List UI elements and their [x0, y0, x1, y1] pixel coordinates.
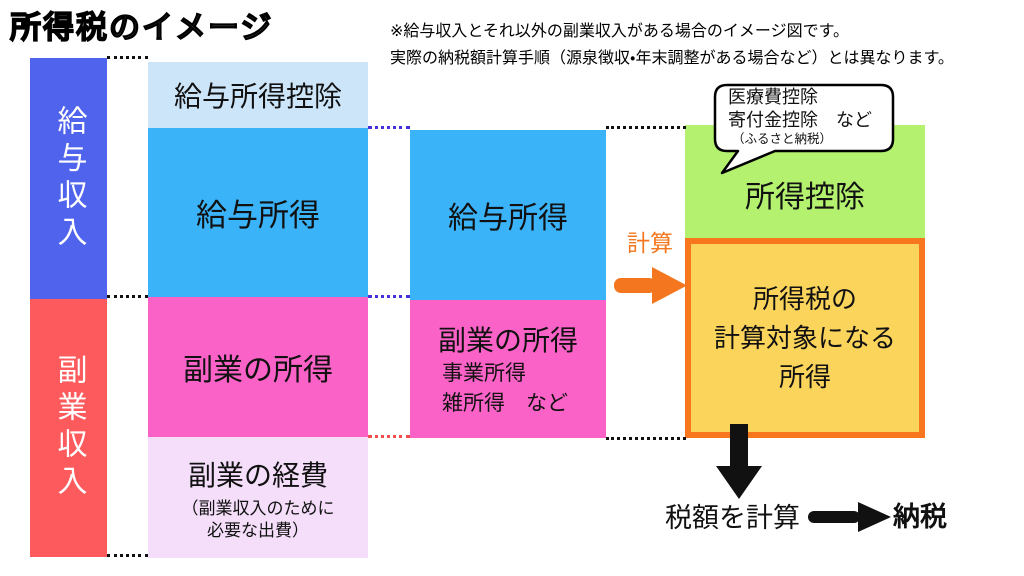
connector-bottom-left	[107, 554, 148, 557]
page-title: 所得税のイメージ	[9, 9, 274, 45]
combined-side-income-sub2: 雑所得 など	[442, 392, 568, 415]
side-expense-note-line2: 必要な出費）	[207, 520, 309, 540]
connector-side-bottom	[368, 435, 410, 438]
connector-result-top	[606, 126, 686, 129]
income-deduction-label: 所得控除	[745, 181, 865, 214]
right-arrow-icon	[808, 502, 891, 532]
side-expense-box: 副業の経費 （副業収入のために 必要な出費）	[148, 437, 368, 558]
disclaimer-line1: ※給与収入とそれ以外の副業収入がある場合のイメージ図です。	[390, 23, 850, 40]
combined-salary-income-box: 給与所得	[410, 130, 606, 300]
taxable-income-line1: 所得税の	[752, 283, 857, 314]
bubble-line3: （ふるさと納税）	[732, 132, 833, 146]
side-income-column-box: 副業収入	[30, 299, 107, 557]
connector-salary-bottom	[368, 295, 410, 298]
side-income-label: 副業の所得	[183, 354, 333, 387]
combined-side-income-label: 副業の所得	[437, 325, 578, 356]
taxable-income-line3: 所得	[778, 361, 831, 392]
side-expense-note: （副業収入のために 必要な出費）	[182, 498, 335, 542]
combined-side-income-sub1: 事業所得	[442, 362, 526, 385]
bubble-line2: 寄付金控除 など	[728, 110, 872, 130]
pay-tax-label: 納税	[893, 502, 947, 532]
speech-bubble	[713, 83, 895, 175]
side-expense-label: 副業の経費	[187, 459, 328, 491]
salary-deduction-box: 給与所得控除	[148, 62, 368, 128]
salary-income-column-label: 給与収入	[52, 104, 86, 253]
salary-deduction-label: 給与所得控除	[173, 81, 342, 112]
connector-top-left	[107, 56, 148, 59]
down-arrow-icon	[716, 424, 762, 499]
side-expense-note-line1: （副業収入のために	[181, 498, 335, 518]
combined-salary-income-label: 給与所得	[448, 202, 568, 235]
taxable-income-line2: 計算対象になる	[713, 322, 896, 353]
salary-income-box: 給与所得	[148, 128, 368, 297]
disclaimer-line2: 実際の納税額計算手順（源泉徴収・年末調整がある場合など）とは異なります。	[390, 50, 954, 67]
salary-income-column-box: 給与収入	[30, 58, 107, 299]
side-income-column-label: 副業収入	[52, 354, 86, 502]
speech-bubble-text: 医療費控除 寄付金控除 など （ふるさと納税）	[728, 86, 872, 147]
connector-mid-left	[107, 295, 148, 298]
calc-arrow-label: 計算	[627, 230, 673, 256]
disclaimer-note: ※給与収入とそれ以外の副業収入がある場合のイメージ図です。 実際の納税額計算手順…	[390, 18, 954, 72]
combined-side-income-box: 副業の所得 事業所得 雑所得 など	[410, 300, 606, 438]
side-income-box: 副業の所得	[148, 297, 368, 437]
bubble-line1: 医療費控除	[728, 87, 818, 107]
calc-right-arrow-icon	[614, 267, 687, 304]
tax-calc-label: 税額を計算	[665, 503, 800, 533]
connector-salary-top	[368, 126, 410, 129]
connector-result-bottom	[606, 437, 686, 440]
salary-income-label: 給与所得	[196, 198, 320, 233]
taxable-income-box: 所得税の 計算対象になる 所得	[685, 238, 925, 438]
